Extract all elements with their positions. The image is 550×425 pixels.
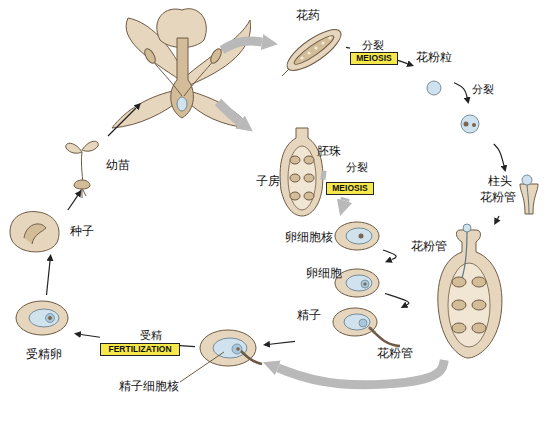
flow-arrow (47, 261, 51, 295)
wide-arrow (321, 170, 326, 180)
seedling-drawing (66, 141, 99, 198)
stage-node: 种子 (6, 210, 100, 254)
stage-label: 花粉粒 (416, 50, 452, 64)
ovary-tube-drawing (438, 224, 502, 358)
stage-node: 花粉粒 (414, 48, 454, 98)
wide-arrow (278, 360, 444, 385)
stage-node: 受精卵 (12, 295, 74, 363)
ovary-small (177, 97, 187, 111)
process-tag: MEIOSIS (350, 52, 398, 65)
flow-arrow (454, 83, 467, 97)
anther (281, 23, 346, 78)
zoom-arrow (218, 102, 240, 122)
process-box: 分裂MEIOSIS (350, 38, 398, 66)
flow-arrow (383, 250, 396, 260)
ovule-nucleus (335, 222, 379, 250)
stage-label: 柱头 (488, 174, 512, 188)
flower-drawing (112, 9, 251, 128)
stage-label: 花粉管 (480, 190, 516, 204)
stage-label: 精子 (297, 308, 321, 322)
flow-arrow (68, 196, 78, 210)
stage-node: 精子花粉管 (295, 308, 405, 362)
stigma-drawing (520, 175, 538, 214)
stage-node: 柱头花粉管 (474, 172, 548, 216)
pistil (171, 38, 194, 118)
stamen-filament (152, 60, 214, 96)
anther-drawing (281, 23, 346, 78)
stage-label: 幼苗 (106, 158, 130, 172)
anther-small (209, 47, 224, 65)
stage-label: 受精 (140, 328, 162, 342)
leader-line (180, 352, 224, 382)
stage-node: 花药 (280, 8, 346, 76)
stage-label: 精子细胞核 (119, 379, 179, 393)
stage-label: 子房 (256, 174, 280, 188)
petal (186, 90, 250, 128)
stage-node: 精子细胞核 (195, 325, 263, 373)
process-tag: FERTILIZATION (100, 343, 180, 356)
flow-arrow (385, 293, 409, 304)
ovule-sperm (333, 308, 400, 346)
wide-arrow (340, 198, 350, 201)
stage-node: 卵细胞 (300, 262, 385, 298)
flow-arrow (180, 346, 195, 347)
process-tag: MEIOSIS (326, 182, 374, 195)
stage-label: 受精卵 (26, 347, 62, 361)
flow-arrow (494, 144, 504, 165)
process-box: 分裂 MEIOSIS (326, 160, 376, 198)
stage-node: 胚珠子房 (255, 122, 321, 218)
process-box: 受精FERTILIZATION (100, 328, 180, 358)
stage-label: 种子 (70, 224, 94, 238)
stage-label: 分裂 (472, 82, 494, 96)
stage-node: 分裂 (448, 104, 498, 144)
stage-node: 卵细胞核 (285, 216, 385, 250)
stage-label: 花粉管 (411, 239, 447, 253)
zoom-arrow (222, 41, 262, 50)
flow-arrow (346, 47, 350, 49)
stage-node: 幼苗 (62, 138, 136, 190)
flow-arrow (398, 60, 407, 63)
zygote-drawing (16, 301, 68, 335)
pollen-sac (291, 32, 336, 68)
dividing-pollen (461, 115, 479, 133)
stage-label: 分裂 (362, 38, 384, 52)
ovule-fertilized (180, 330, 262, 382)
flow-arrow (81, 334, 100, 337)
stage-label: 卵细胞核 (285, 230, 333, 244)
cycle-arrow (108, 108, 136, 136)
stage-label: 花药 (296, 8, 320, 22)
pollen-grain (427, 81, 441, 95)
stage-node: 花粉管 (405, 225, 510, 360)
stage-label: 卵细胞 (306, 266, 342, 280)
stage-label: 花粉管 (377, 346, 413, 360)
ovary-drawing (280, 128, 323, 216)
stage-label: 胚珠 (317, 144, 341, 158)
stage-label: 分裂 (346, 160, 368, 174)
flow-arrow (270, 341, 295, 344)
anther-small (143, 47, 158, 65)
seed-drawing (10, 212, 59, 252)
flow-arrow (498, 216, 500, 219)
